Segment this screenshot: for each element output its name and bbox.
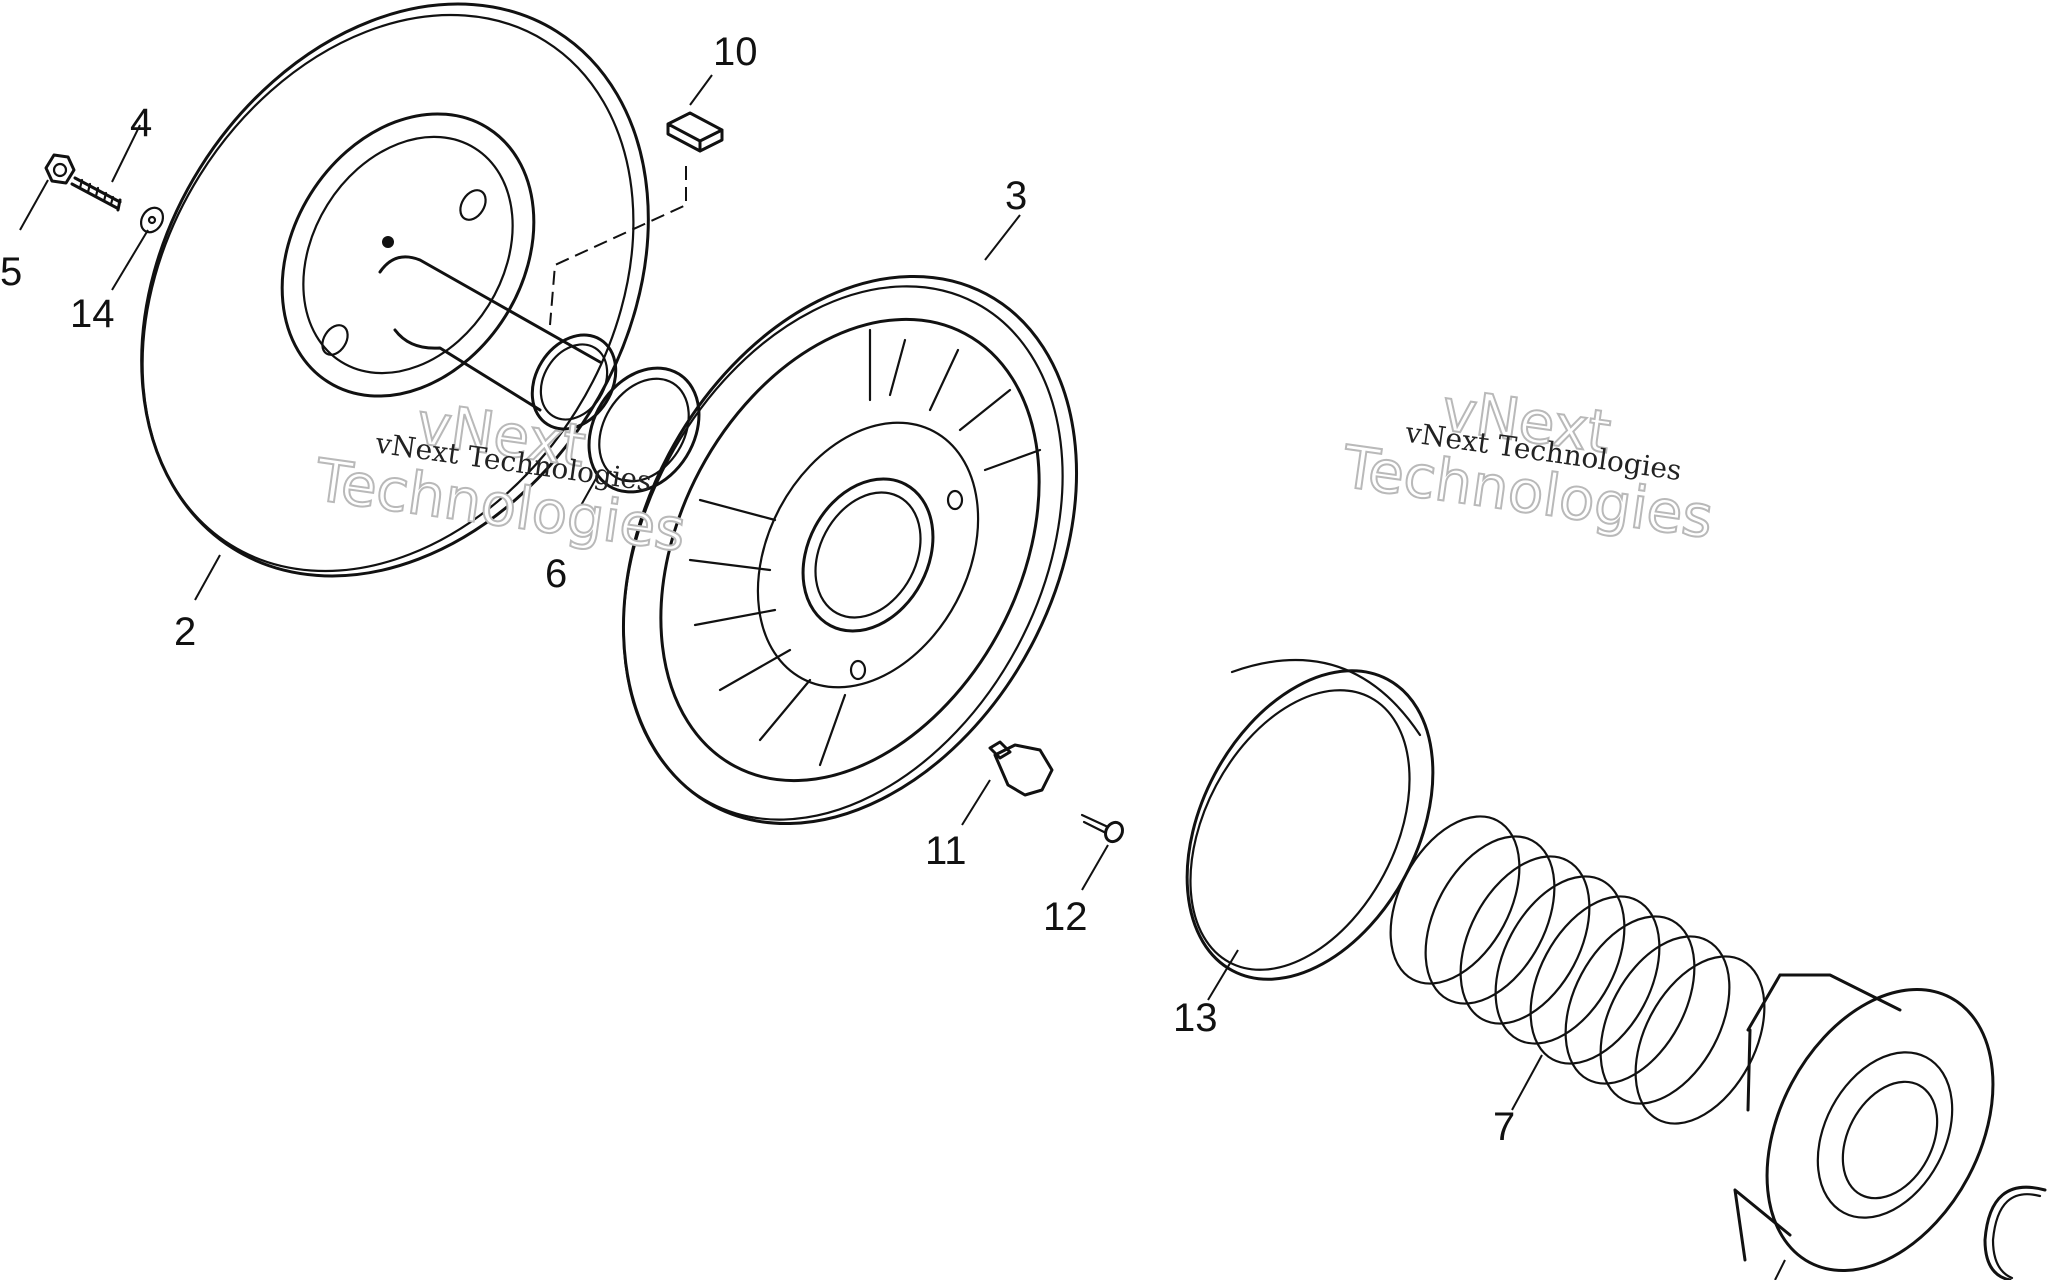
- callout-5: 5: [0, 250, 22, 294]
- part-2-sheave: [140, 2, 650, 578]
- callout-6: 6: [545, 552, 567, 596]
- part-10-key: [666, 111, 724, 153]
- part-7-spring: [1389, 815, 1766, 1125]
- part-3-driven-sheave: [622, 274, 1078, 826]
- cam-housing: [1733, 973, 1995, 1273]
- part-14-washer: [139, 206, 165, 234]
- callout-2: 2: [174, 610, 196, 654]
- watermark-right: vNext Technologies vNext Technologies: [1337, 375, 1718, 553]
- retaining-clip: [1983, 1185, 2047, 1280]
- callout-14: 14: [70, 292, 115, 336]
- watermark-left: vNext Technologies vNext Technologies: [310, 388, 691, 566]
- callout-3: 3: [1005, 174, 1027, 218]
- callout-11: 11: [925, 829, 967, 873]
- callout-7: 7: [1493, 1105, 1515, 1149]
- part-12-screw: [1080, 813, 1124, 844]
- part-13-ring: [1185, 659, 1435, 981]
- callout-12: 12: [1043, 895, 1088, 939]
- callout-10: 10: [713, 30, 758, 74]
- part-6-spacer-ring: [587, 366, 701, 494]
- part-11-slider-button: [988, 740, 1054, 797]
- callout-4: 4: [130, 101, 152, 145]
- callout-13: 13: [1173, 996, 1218, 1040]
- part-4-bolt: [70, 176, 122, 212]
- part-5-nut: [44, 153, 76, 185]
- leader-lines: [19, 74, 1786, 1280]
